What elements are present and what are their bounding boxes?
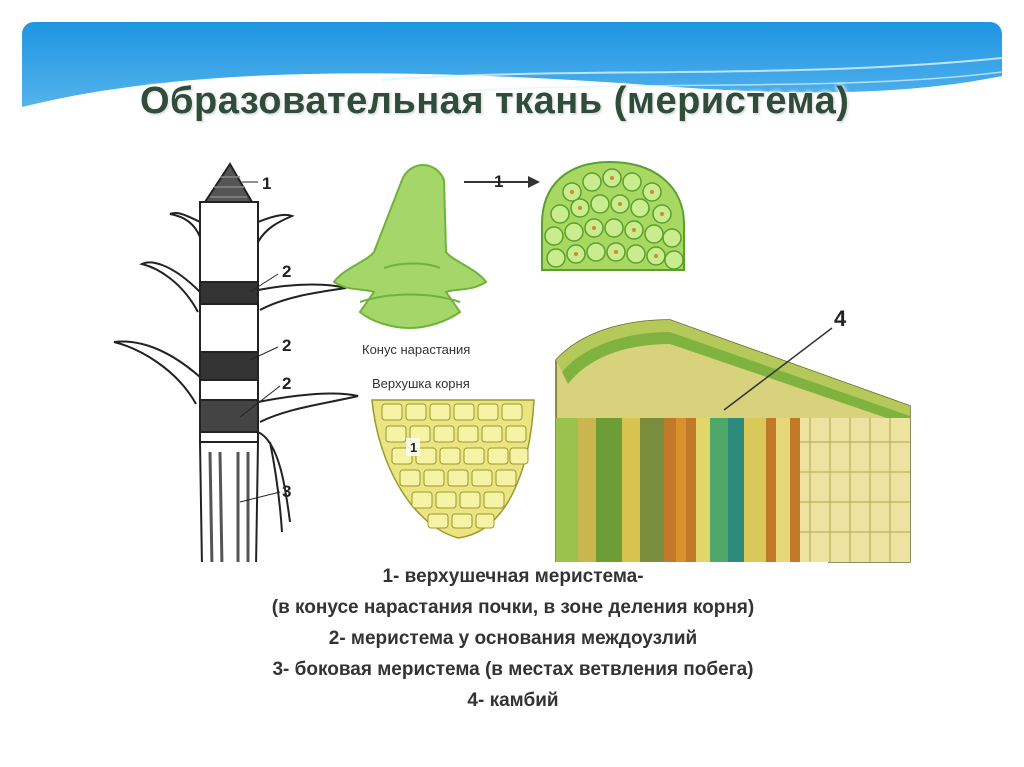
- meristem-figure: 1 2 2 2 3 1 1 4 Конус нарастания Верхушк…: [110, 142, 914, 567]
- apical-cells-drawing: [542, 162, 684, 270]
- slide-title: Образовательная ткань (меристема): [140, 80, 849, 123]
- label-root-tip: Верхушка корня: [372, 376, 470, 391]
- label-4-cambium: 4: [834, 306, 846, 332]
- label-1-arrow: 1: [494, 172, 503, 192]
- stem-section-drawing: [556, 320, 910, 562]
- label-2-lower: 2: [282, 374, 291, 394]
- legend-line-4: 3- боковая меристема (в местах ветвления…: [198, 659, 828, 681]
- root-tip-drawing: [372, 400, 534, 538]
- label-2-upper: 2: [282, 262, 291, 282]
- legend-line-5: 4- камбий: [198, 690, 828, 712]
- stem-diagram: [114, 164, 358, 567]
- label-2-middle: 2: [282, 336, 291, 356]
- meristem-illustration: [110, 142, 914, 567]
- label-1-stem-tip: 1: [262, 174, 271, 194]
- legend-line-2: (в конусе нарастания почки, в зоне делен…: [198, 597, 828, 619]
- label-3-lateral: 3: [282, 482, 291, 502]
- legend-line-1: 1- верхушечная меристема-: [198, 566, 828, 588]
- label-1-root: 1: [410, 440, 417, 455]
- legend-line-3: 2- меристема у основания междоузлий: [198, 628, 828, 650]
- shoot-apex-drawing: [334, 165, 540, 328]
- legend-box: 1- верхушечная меристема- (в конусе нара…: [198, 562, 828, 726]
- label-growth-cone: Конус нарастания: [362, 342, 470, 357]
